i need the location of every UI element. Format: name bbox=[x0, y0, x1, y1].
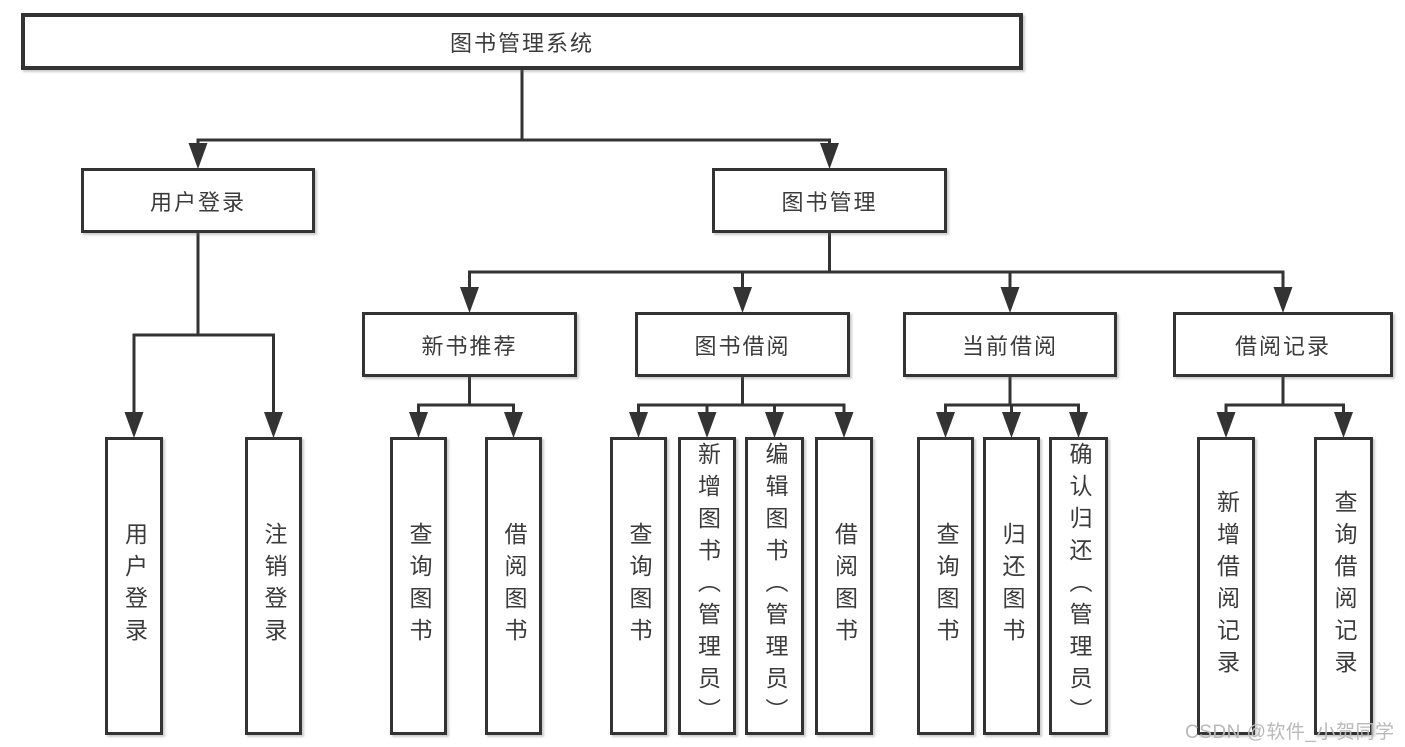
arrowhead-icon-leaf-borrow-book-1 bbox=[504, 412, 523, 438]
node-new-book-rec: 新书推荐 bbox=[362, 312, 577, 377]
node-leaf-query-book-1: 查询图书 bbox=[390, 437, 447, 735]
node-label-current-borrow: 当前借阅 bbox=[961, 333, 1058, 359]
node-label-leaf-query-book-3: 查询图书 bbox=[933, 522, 959, 650]
arrowhead-icon-leaf-query-book-1 bbox=[409, 412, 428, 438]
arrowhead-icon-book-borrow bbox=[733, 287, 752, 313]
arrowhead-icon-leaf-user-login bbox=[124, 412, 144, 438]
node-label-leaf-confirm-return: 确认归还（管理员） bbox=[1066, 442, 1092, 730]
node-leaf-query-book-3: 查询图书 bbox=[917, 437, 974, 735]
node-leaf-add-book: 新增图书（管理员） bbox=[678, 437, 736, 735]
node-book-borrow: 图书借阅 bbox=[635, 312, 850, 377]
node-leaf-borrow-book-2: 借阅图书 bbox=[815, 437, 873, 735]
arrowhead-icon-book-mgmt bbox=[820, 143, 839, 169]
node-label-leaf-add-book: 新增图书（管理员） bbox=[694, 442, 721, 730]
node-label-root: 图书管理系统 bbox=[449, 30, 594, 56]
watermark-text: CSDN @软件_小贺同学 bbox=[1185, 722, 1395, 743]
node-leaf-edit-book: 编辑图书（管理员） bbox=[745, 437, 804, 735]
arrowhead-icon-new-book-rec bbox=[460, 287, 479, 313]
node-current-borrow: 当前借阅 bbox=[903, 312, 1117, 377]
node-label-leaf-borrow-book-1: 借阅图书 bbox=[501, 522, 527, 650]
arrowhead-icon-leaf-query-record bbox=[1334, 412, 1353, 438]
node-user-login: 用户登录 bbox=[81, 168, 315, 233]
node-label-leaf-logout: 注销登录 bbox=[261, 522, 287, 650]
node-leaf-confirm-return: 确认归还（管理员） bbox=[1049, 437, 1108, 735]
node-label-user-login: 用户登录 bbox=[149, 189, 246, 215]
arrowhead-icon-leaf-query-book-3 bbox=[936, 412, 955, 438]
node-leaf-query-record: 查询借阅记录 bbox=[1314, 437, 1373, 735]
arrowhead-icon-current-borrow bbox=[1000, 287, 1020, 313]
node-label-leaf-query-record: 查询借阅记录 bbox=[1331, 490, 1357, 682]
node-leaf-logout: 注销登录 bbox=[245, 437, 302, 735]
arrowhead-icon-leaf-borrow-book-2 bbox=[834, 412, 854, 438]
node-label-leaf-query-book-1: 查询图书 bbox=[406, 522, 432, 650]
node-label-leaf-edit-book: 编辑图书（管理员） bbox=[762, 442, 788, 730]
arrowhead-icon-leaf-edit-book bbox=[765, 412, 784, 438]
node-label-book-mgmt: 图书管理 bbox=[781, 189, 878, 215]
arrowhead-icon-leaf-add-book bbox=[697, 412, 717, 438]
node-label-leaf-return-book: 归还图书 bbox=[999, 522, 1025, 650]
node-label-leaf-query-book-2: 查询图书 bbox=[626, 522, 652, 650]
arrowhead-icon-leaf-logout bbox=[264, 412, 283, 438]
node-label-borrow-record: 借阅记录 bbox=[1234, 333, 1331, 359]
arrowhead-icon-leaf-add-record bbox=[1216, 412, 1236, 438]
node-leaf-user-login: 用户登录 bbox=[105, 437, 163, 735]
node-leaf-query-book-2: 查询图书 bbox=[610, 437, 667, 735]
arrowhead-icon-leaf-return-book bbox=[1002, 412, 1021, 438]
node-label-new-book-rec: 新书推荐 bbox=[421, 333, 518, 359]
node-leaf-add-record: 新增借阅记录 bbox=[1197, 437, 1255, 735]
node-label-book-borrow: 图书借阅 bbox=[694, 333, 791, 359]
node-book-mgmt: 图书管理 bbox=[712, 168, 947, 233]
node-root: 图书管理系统 bbox=[21, 13, 1023, 70]
node-leaf-return-book: 归还图书 bbox=[983, 437, 1040, 735]
node-label-leaf-borrow-book-2: 借阅图书 bbox=[831, 522, 858, 650]
arrowhead-icon-borrow-record bbox=[1273, 287, 1293, 313]
arrowhead-icon-user-login bbox=[188, 143, 208, 169]
node-label-leaf-user-login: 用户登录 bbox=[121, 522, 148, 650]
arrowhead-icon-leaf-query-book-2 bbox=[629, 412, 648, 438]
node-leaf-borrow-book-1: 借阅图书 bbox=[485, 437, 542, 735]
arrowhead-icon-leaf-confirm-return bbox=[1069, 412, 1088, 438]
node-label-leaf-add-record: 新增借阅记录 bbox=[1213, 490, 1240, 682]
node-borrow-record: 借阅记录 bbox=[1173, 312, 1393, 377]
